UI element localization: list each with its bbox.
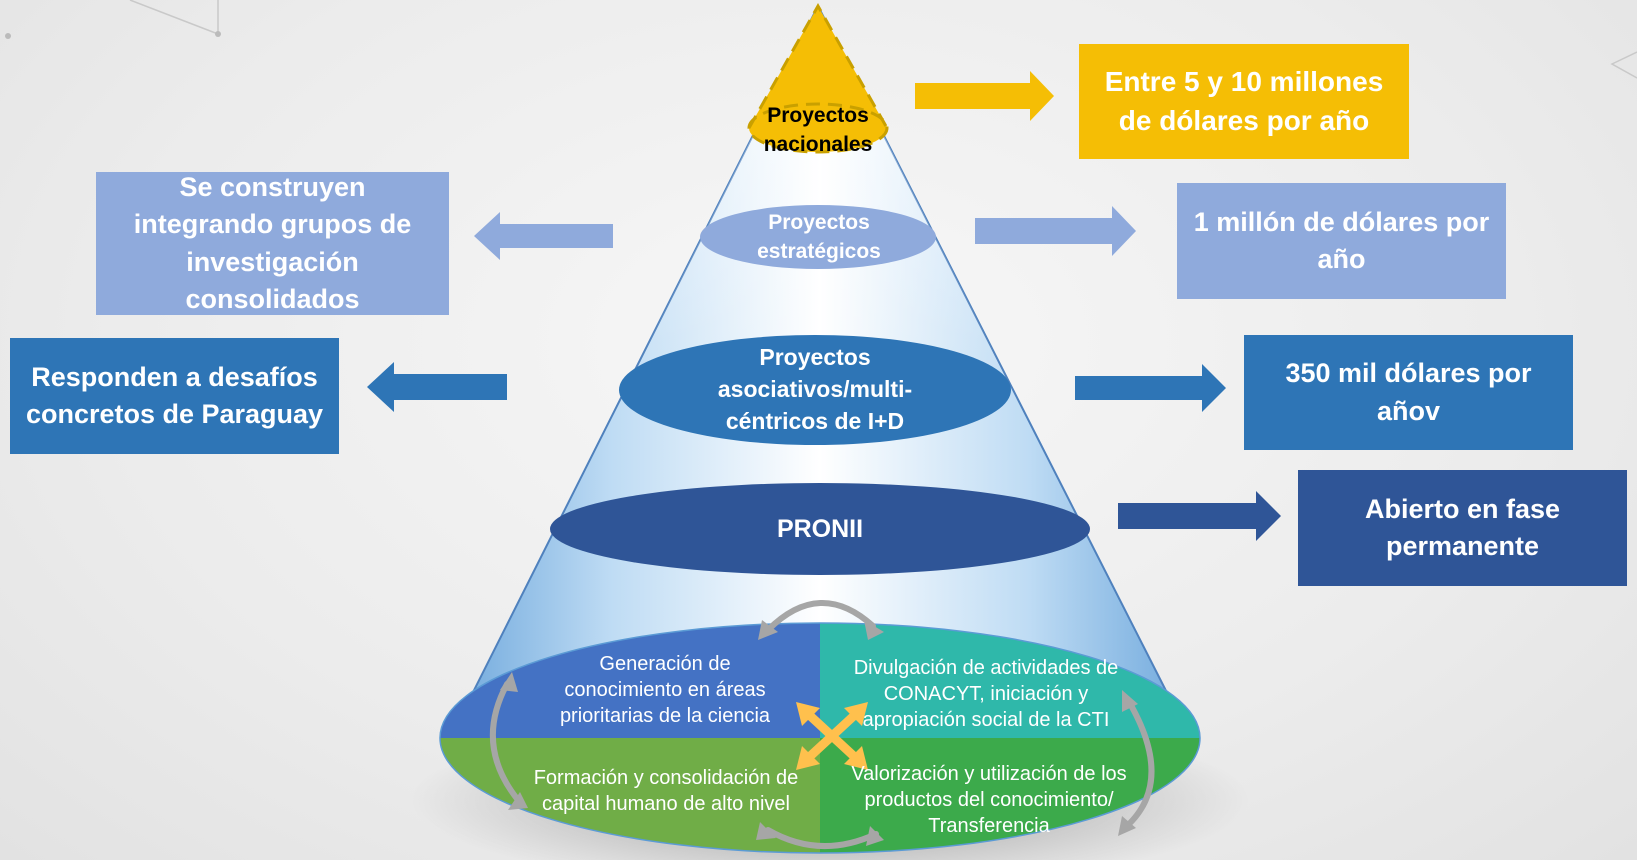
level-estrategicos-ellipse [700,205,936,269]
right-box-4: Abierto en fase permanente [1298,470,1627,586]
quadrant-label-bottom-right: Valorización y utilización de los produc… [851,763,1127,837]
apex-label: Proyectos nacionales [763,104,873,156]
arrow-left-2 [367,362,507,412]
level-asociativos-label: Proyectos asociativos/multi-céntricos de… [717,344,913,434]
left-box-1: Se construyen integrando grupos de inves… [96,172,449,315]
level-pronii-ellipse [550,483,1090,575]
apex-cone [747,2,889,154]
arrow-right-4 [1118,491,1281,541]
cross-arrows [796,702,868,770]
cycle-arrow-heads [500,620,1138,846]
background-decoration [5,0,1637,79]
quadrant-label-top-right: Divulgación de actividades de CONACYT, i… [853,657,1119,731]
arrow-right-1 [915,71,1054,121]
arrow-left-1 [474,212,613,260]
base-outline [439,622,1201,854]
right-box-2: 1 millón de dólares por año [1177,183,1506,299]
arrow-right-3 [1075,364,1226,412]
left-box-2: Responden a desafíos concretos de Paragu… [10,338,339,454]
quadrant-label-bottom-left: Formación y consolidación de capital hum… [533,767,799,815]
level-pronii-label: PRONII [776,514,864,543]
cycle-arrows [489,600,1155,850]
quadrant-label-top-left: Generación de conocimiento en áreas prio… [559,653,771,727]
arrow-right-2 [975,206,1136,256]
right-box-3: 350 mil dólares por añov [1244,335,1573,450]
level-asociativos-ellipse [619,335,1011,445]
right-box-1: Entre 5 y 10 millones de dólares por año [1079,44,1409,159]
level-estrategicos-label: Proyectos estratégicos [757,210,881,263]
